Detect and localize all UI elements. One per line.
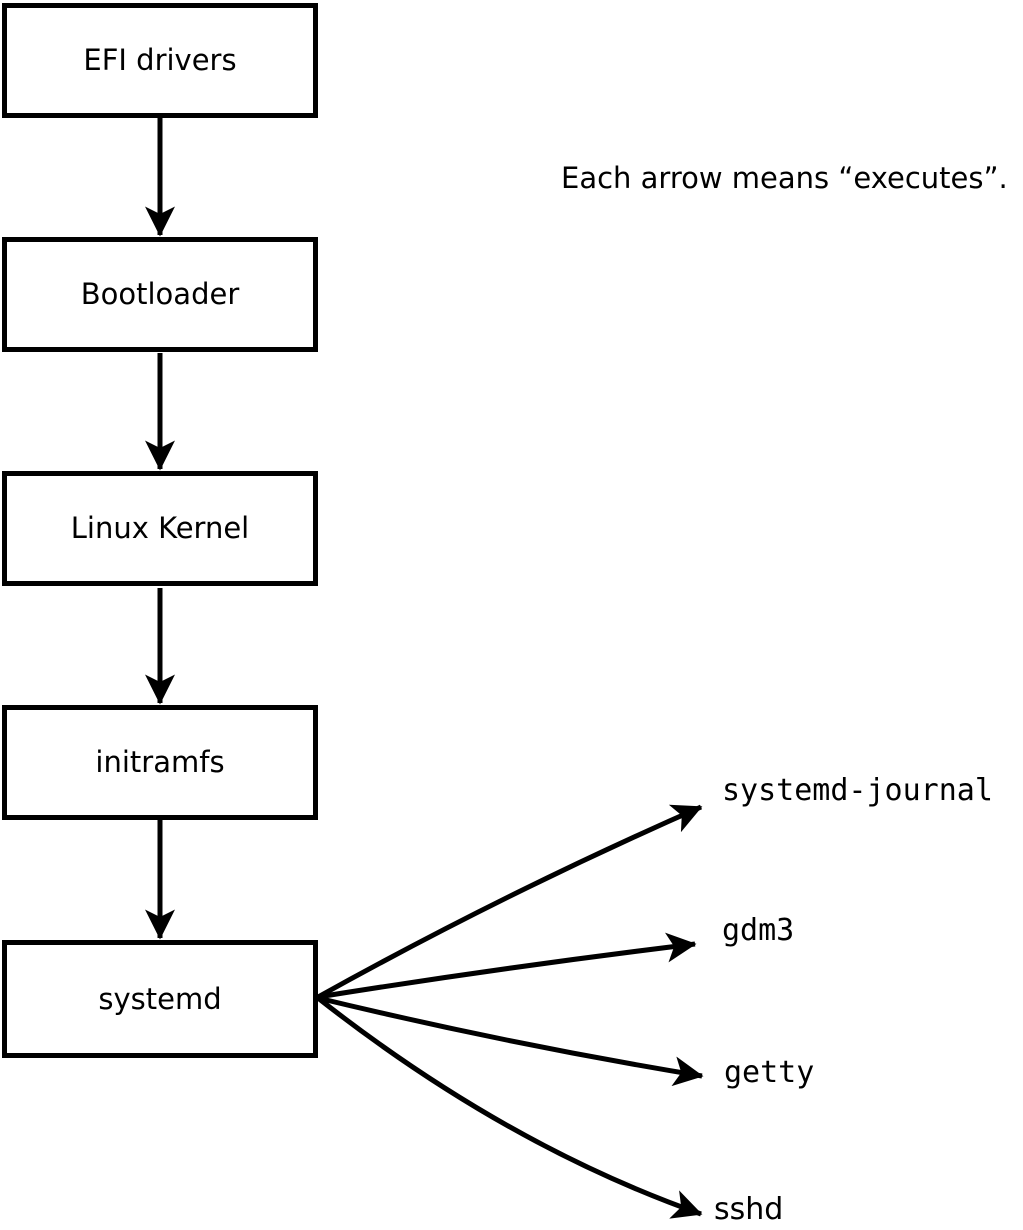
node-efi-drivers: EFI drivers — [2, 3, 318, 118]
node-systemd-label: systemd — [98, 981, 222, 1016]
node-bootloader: Bootloader — [2, 237, 318, 352]
node-initramfs-label: initramfs — [95, 745, 225, 779]
node-bootloader-label: Bootloader — [80, 277, 240, 311]
arrow-systemd-to-journal-icon — [316, 804, 703, 1000]
node-linux-kernel-label: Linux Kernel — [70, 511, 250, 545]
spawn-label-sshd: sshd — [714, 1192, 784, 1227]
spawn-label-gdm3: gdm3 — [722, 913, 795, 948]
node-efi-drivers-label: EFI drivers — [83, 43, 237, 77]
arrow-systemd-to-getty-icon — [317, 995, 704, 1087]
arrow-systemd-to-gdm3-icon — [317, 932, 697, 1000]
node-systemd: systemd — [2, 940, 318, 1058]
caption-arrow-meaning: Each arrow means “executes”. — [561, 161, 1008, 195]
spawn-label-getty: getty — [724, 1055, 815, 1090]
node-linux-kernel: Linux Kernel — [2, 471, 318, 586]
node-initramfs: initramfs — [2, 705, 318, 820]
arrow-systemd-to-sshd-icon — [316, 996, 703, 1219]
spawn-label-systemd-journal: systemd-journal — [722, 773, 993, 808]
